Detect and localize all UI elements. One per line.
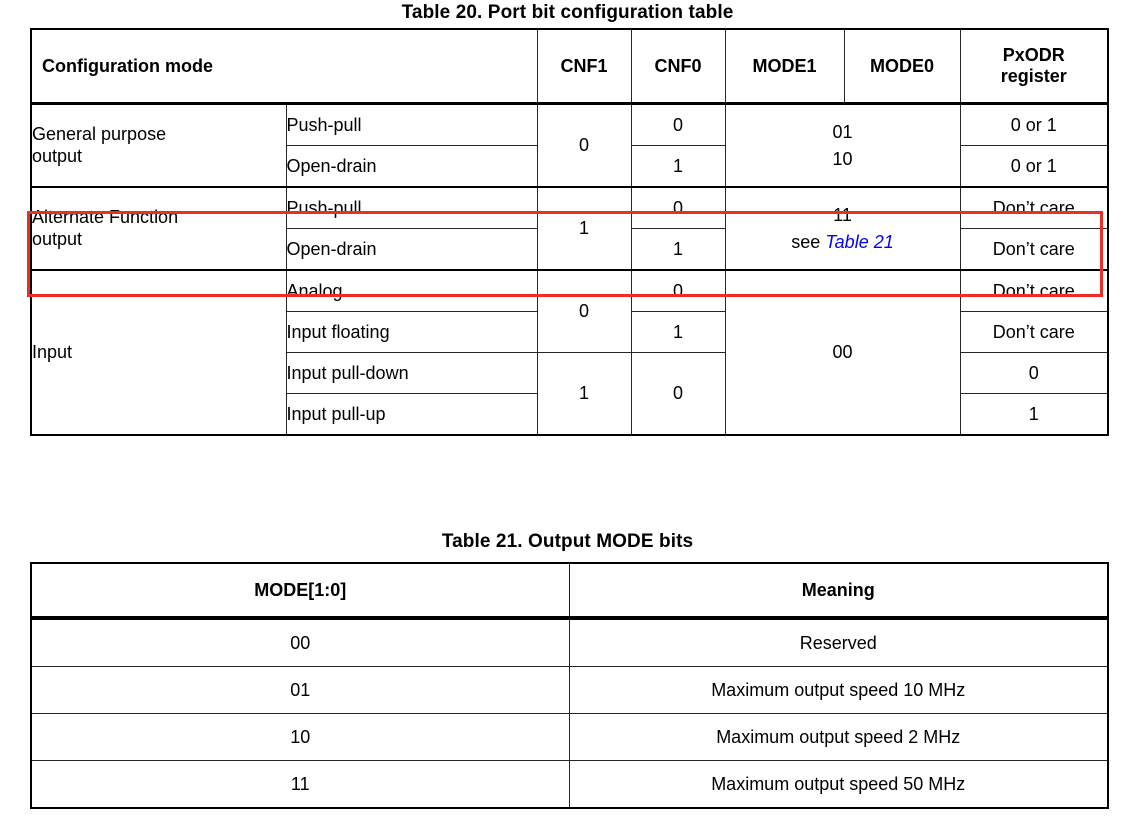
table20-caption: Table 20. Port bit configuration table <box>401 2 734 23</box>
pxodr-value: Don’t care <box>959 311 1109 353</box>
cnf1-value: 0 <box>536 103 632 188</box>
header-mode0: MODE0 <box>843 28 961 105</box>
table21-container: MODE[1:0] Meaning 00 Reserved 01 Maximum… <box>30 562 1109 809</box>
pxodr-value: 0 <box>959 352 1109 394</box>
group-label-line2: output <box>32 228 83 249</box>
header-mode1: MODE1 <box>724 28 845 105</box>
table20-body: General purpose output Push-pull 0 0 01 … <box>30 103 1109 436</box>
port-bit-configuration-table: Configuration mode CNF1 CNF0 MODE1 MODE0… <box>30 28 1110 436</box>
table-row: Input pull-down 1 0 0 <box>31 352 1109 436</box>
mode-meaning-value: Maximum output speed 2 MHz <box>568 713 1109 761</box>
sub-mode-input-pull-up: Input pull-up <box>285 393 538 436</box>
mode-value-general-purpose: 01 10 <box>724 103 961 188</box>
table-row: 00 Reserved <box>30 617 1109 667</box>
group-label-line1: General purpose <box>32 123 167 144</box>
sub-mode-push-pull: Push-pull <box>285 186 538 229</box>
table21-caption: Table 21. Output MODE bits <box>441 531 694 552</box>
sub-mode-analog: Analog <box>285 269 538 312</box>
table-row: 11 Maximum output speed 50 MHz <box>30 760 1109 809</box>
mode-meaning-value: Maximum output speed 50 MHz <box>568 760 1109 809</box>
mode-line1: 11 <box>833 205 852 226</box>
cnf0-value: 0 <box>630 352 726 436</box>
table20-container: Configuration mode CNF1 CNF0 MODE1 MODE0… <box>30 28 1110 436</box>
header-pxodr-register: PxODR register <box>959 28 1109 105</box>
header-cnf1: CNF1 <box>536 28 632 105</box>
pxodr-value: Don’t care <box>959 269 1109 312</box>
table-row: 01 Maximum output speed 10 MHz <box>30 666 1109 714</box>
table21-header-row: MODE[1:0] Meaning <box>30 562 1109 620</box>
table-row-highlighted: Alternate Function output Push-pull 1 0 … <box>30 186 1109 271</box>
table-row: Input Analog 0 0 00 Don’t care <box>30 269 1109 436</box>
group-label-input: Input <box>30 269 287 436</box>
header-configuration-mode: Configuration mode <box>30 28 538 105</box>
mode-line1: 01 <box>832 122 853 143</box>
cnf0-value: 1 <box>630 145 726 188</box>
table-row: General purpose output Push-pull 0 0 01 … <box>30 103 1109 188</box>
table-row: Open-drain 1 0 or 1 <box>31 145 1109 188</box>
link-table-21[interactable]: Table 21 <box>825 231 894 252</box>
header-cnf0: CNF0 <box>630 28 726 105</box>
cnf0-value: 1 <box>630 228 726 271</box>
group-label-line1: Input <box>32 341 73 362</box>
mode-value-alternate-function: 11 see Table 21 <box>724 186 961 271</box>
mode-bits-value: 00 <box>30 617 570 667</box>
mode-bits-value: 01 <box>30 666 570 714</box>
mode-meaning-value: Maximum output speed 10 MHz <box>568 666 1109 714</box>
sub-mode-open-drain: Open-drain <box>285 228 538 271</box>
mode-see-prefix: see <box>791 231 826 252</box>
pxodr-value: 1 <box>959 393 1109 436</box>
pxodr-value: Don’t care <box>959 186 1109 229</box>
header-mode-1-0: MODE[1:0] <box>30 562 570 620</box>
table21-body: 00 Reserved 01 Maximum output speed 10 M… <box>30 617 1109 809</box>
cnf0-value: 1 <box>630 311 726 353</box>
group-label-line1: Alternate Function <box>32 206 179 227</box>
cnf1-value: 0 <box>536 269 632 353</box>
output-mode-bits-table: MODE[1:0] Meaning 00 Reserved 01 Maximum… <box>30 562 1109 809</box>
sub-mode-push-pull: Push-pull <box>285 103 538 146</box>
pxodr-value: 0 or 1 <box>959 145 1109 188</box>
pxodr-value: Don’t care <box>959 228 1109 271</box>
table-row: 10 Maximum output speed 2 MHz <box>30 713 1109 761</box>
mode-meaning-value: Reserved <box>568 617 1109 667</box>
cnf1-value: 1 <box>536 352 632 436</box>
table20-header-row: Configuration mode CNF1 CNF0 MODE1 MODE0… <box>30 28 1109 105</box>
table-row: Input pull-up 1 <box>31 393 1109 436</box>
cnf0-value: 0 <box>630 269 726 312</box>
sub-mode-input-pull-down: Input pull-down <box>285 352 538 394</box>
cnf0-value: 0 <box>630 103 726 146</box>
header-meaning: Meaning <box>568 562 1109 620</box>
mode-line1: 00 <box>832 342 853 363</box>
pxodr-value: 0 or 1 <box>959 103 1109 146</box>
mode-bits-value: 11 <box>30 760 570 809</box>
cnf0-value: 0 <box>630 186 726 229</box>
group-label-line2: output <box>32 145 83 166</box>
sub-mode-open-drain: Open-drain <box>285 145 538 188</box>
mode-bits-value: 10 <box>30 713 570 761</box>
header-pxodr-line1: PxODR <box>1002 45 1065 66</box>
cnf1-value: 1 <box>536 186 632 271</box>
header-pxodr-line2: register <box>1000 66 1067 86</box>
group-label-alternate-function-output: Alternate Function output <box>30 186 287 271</box>
group-label-general-purpose-output: General purpose output <box>30 103 287 188</box>
mode-value-input: 00 <box>724 269 961 436</box>
sub-mode-input-floating: Input floating <box>285 311 538 353</box>
mode-line2: 10 <box>832 148 853 169</box>
